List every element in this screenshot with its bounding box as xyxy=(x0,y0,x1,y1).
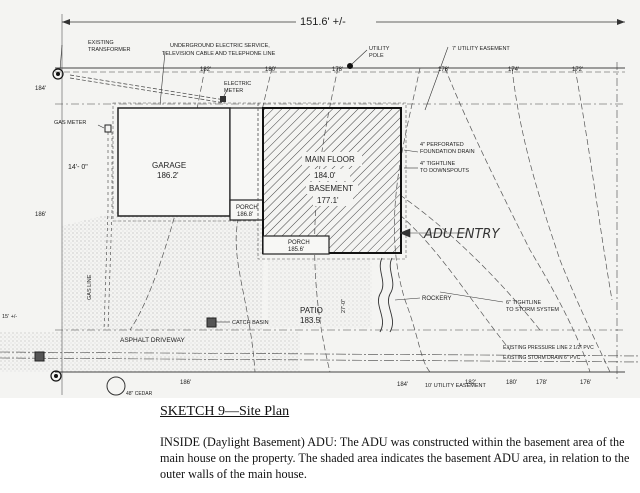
caption-text: INSIDE (Daylight Basement) ADU: The ADU … xyxy=(160,435,630,481)
svg-text:185.6': 185.6' xyxy=(288,247,304,253)
svg-text:184': 184' xyxy=(35,86,46,92)
gas-line xyxy=(103,132,113,331)
patio-area xyxy=(268,258,372,328)
svg-text:UTILITY: UTILITY xyxy=(369,46,390,52)
patio-label: PATIO xyxy=(300,306,323,315)
svg-text:184': 184' xyxy=(397,382,408,388)
foundation-outline xyxy=(112,102,407,260)
svg-text:180': 180' xyxy=(506,380,517,386)
transformer-icon xyxy=(52,68,64,80)
svg-text:TELEVISION CABLE AND TELEPHONE: TELEVISION CABLE AND TELEPHONE LINE xyxy=(162,51,276,57)
gas-meter-icon xyxy=(104,124,112,133)
svg-text:TO STORM SYSTEM: TO STORM SYSTEM xyxy=(506,307,559,313)
patio-elevation: 183.5' xyxy=(300,316,322,325)
basement-elevation: 177.1' xyxy=(317,196,339,205)
electric-meter-icon xyxy=(220,96,226,102)
contour-elevation-labels: 184' 182' 180' 178' 178' 174' 172' 186' xyxy=(35,67,583,218)
tightline-storm-label: 6" TIGHTLINE TO STORM SYSTEM xyxy=(506,300,559,313)
adu-entry-label: ADU ENTRY xyxy=(423,227,500,242)
garage-elevation: 186.2' xyxy=(157,171,179,180)
underground-service-label: UNDERGROUND ELECTRIC SERVICE, TELEVISION… xyxy=(162,43,276,57)
tightline-downspouts-label: 4" TIGHTLINE TO DOWNSPOUTS xyxy=(420,161,469,174)
svg-text:182': 182' xyxy=(465,380,476,386)
gas-meter-label: GAS METER xyxy=(54,120,86,126)
svg-text:172': 172' xyxy=(572,67,583,73)
svg-text:182': 182' xyxy=(200,67,211,73)
electric-meter-label: ELECTRIC METER xyxy=(224,81,251,94)
svg-text:178': 178' xyxy=(438,67,449,73)
svg-text:6" TIGHTLINE: 6" TIGHTLINE xyxy=(506,300,541,306)
left-dimension: 15' +/- xyxy=(2,314,17,320)
side-dimension: 27'-0" xyxy=(341,299,347,313)
svg-text:4" PERFORATED: 4" PERFORATED xyxy=(420,142,464,148)
svg-text:PORCH: PORCH xyxy=(236,205,258,211)
caption-block: SKETCH 9—Site Plan INSIDE (Daylight Base… xyxy=(0,398,640,493)
svg-text:176': 176' xyxy=(580,380,591,386)
utility-easement-bottom-label: 10' UTILITY EASEMENT xyxy=(425,383,486,389)
basement-label: BASEMENT xyxy=(309,184,353,193)
gas-line-label: GAS LINE xyxy=(87,274,93,300)
lower-catch-basin-icon xyxy=(34,351,45,362)
setback-dimension: 14'- 0" xyxy=(68,164,88,171)
porch-upper: PORCH 186.8' xyxy=(229,107,264,221)
asphalt-driveway-area xyxy=(62,212,264,332)
catch-basin-icon xyxy=(206,317,217,328)
asphalt-driveway-label: ASPHALT DRIVEWAY xyxy=(120,337,185,344)
svg-text:METER: METER xyxy=(224,88,243,94)
svg-text:ELECTRIC: ELECTRIC xyxy=(224,81,251,87)
svg-text:174': 174' xyxy=(508,67,519,73)
catch-basin-label: CATCH BASIN xyxy=(232,320,269,326)
storm-drain-label: EXISTING STORM DRAIN 6" PVC xyxy=(503,355,581,361)
main-house-basement-adu: MAIN FLOOR 184.0' BASEMENT 177.1' xyxy=(262,107,402,254)
svg-text:PORCH: PORCH xyxy=(288,240,310,246)
rockery-label: ROCKERY xyxy=(422,296,452,302)
main-floor-label: MAIN FLOOR xyxy=(305,155,355,164)
svg-text:TO DOWNSPOUTS: TO DOWNSPOUTS xyxy=(420,168,469,174)
svg-text:186.8': 186.8' xyxy=(237,212,253,218)
bottom-elevation-labels: 186' 184' 182' 180' 178' 176' xyxy=(180,380,591,388)
porch-lower: PORCH 185.6' xyxy=(262,235,330,255)
svg-text:TRANSFORMER: TRANSFORMER xyxy=(88,47,131,53)
lower-stipple-area xyxy=(0,332,300,372)
svg-text:UNDERGROUND ELECTRIC SERVICE,: UNDERGROUND ELECTRIC SERVICE, xyxy=(170,43,270,49)
existing-transformer-label: EXISTING TRANSFORMER xyxy=(88,40,131,53)
overall-dimension-label: 151.6' +/- xyxy=(300,16,346,28)
svg-text:178': 178' xyxy=(536,380,547,386)
lower-transformer-icon xyxy=(50,370,62,382)
cedar-tree-icon xyxy=(106,376,126,396)
svg-text:FOUNDATION DRAIN: FOUNDATION DRAIN xyxy=(420,149,475,155)
utility-pole-label: UTILITY POLE xyxy=(369,46,390,59)
utility-pole-icon xyxy=(347,63,353,69)
svg-text:178': 178' xyxy=(332,67,343,73)
main-floor-elevation: 184.0' xyxy=(314,171,336,180)
svg-text:POLE: POLE xyxy=(369,53,384,59)
leader-lines xyxy=(59,44,504,323)
foundation-drain-label: 4" PERFORATED FOUNDATION DRAIN xyxy=(420,142,475,155)
rockery xyxy=(378,257,394,333)
svg-text:186': 186' xyxy=(180,380,191,386)
svg-text:186': 186' xyxy=(35,212,46,218)
svg-text:180': 180' xyxy=(265,67,276,73)
garage-label: GARAGE xyxy=(152,161,186,170)
pressure-line-label: EXISTING PRESSURE LINE 2 1/2" PVC xyxy=(503,345,594,351)
svg-text:4" TIGHTLINE: 4" TIGHTLINE xyxy=(420,161,455,167)
cedar-label: 48" CEDAR xyxy=(126,391,153,397)
svg-text:EXISTING: EXISTING xyxy=(88,40,114,46)
utility-easement-top-label: 7' UTILITY EASEMENT xyxy=(452,46,510,52)
site-plan-drawing: 151.6' +/- GARAGE 186.2' xyxy=(0,13,640,397)
sketch-title: SKETCH 9—Site Plan xyxy=(160,404,290,419)
garage: GARAGE 186.2' xyxy=(117,107,231,217)
property-lines xyxy=(0,62,640,380)
